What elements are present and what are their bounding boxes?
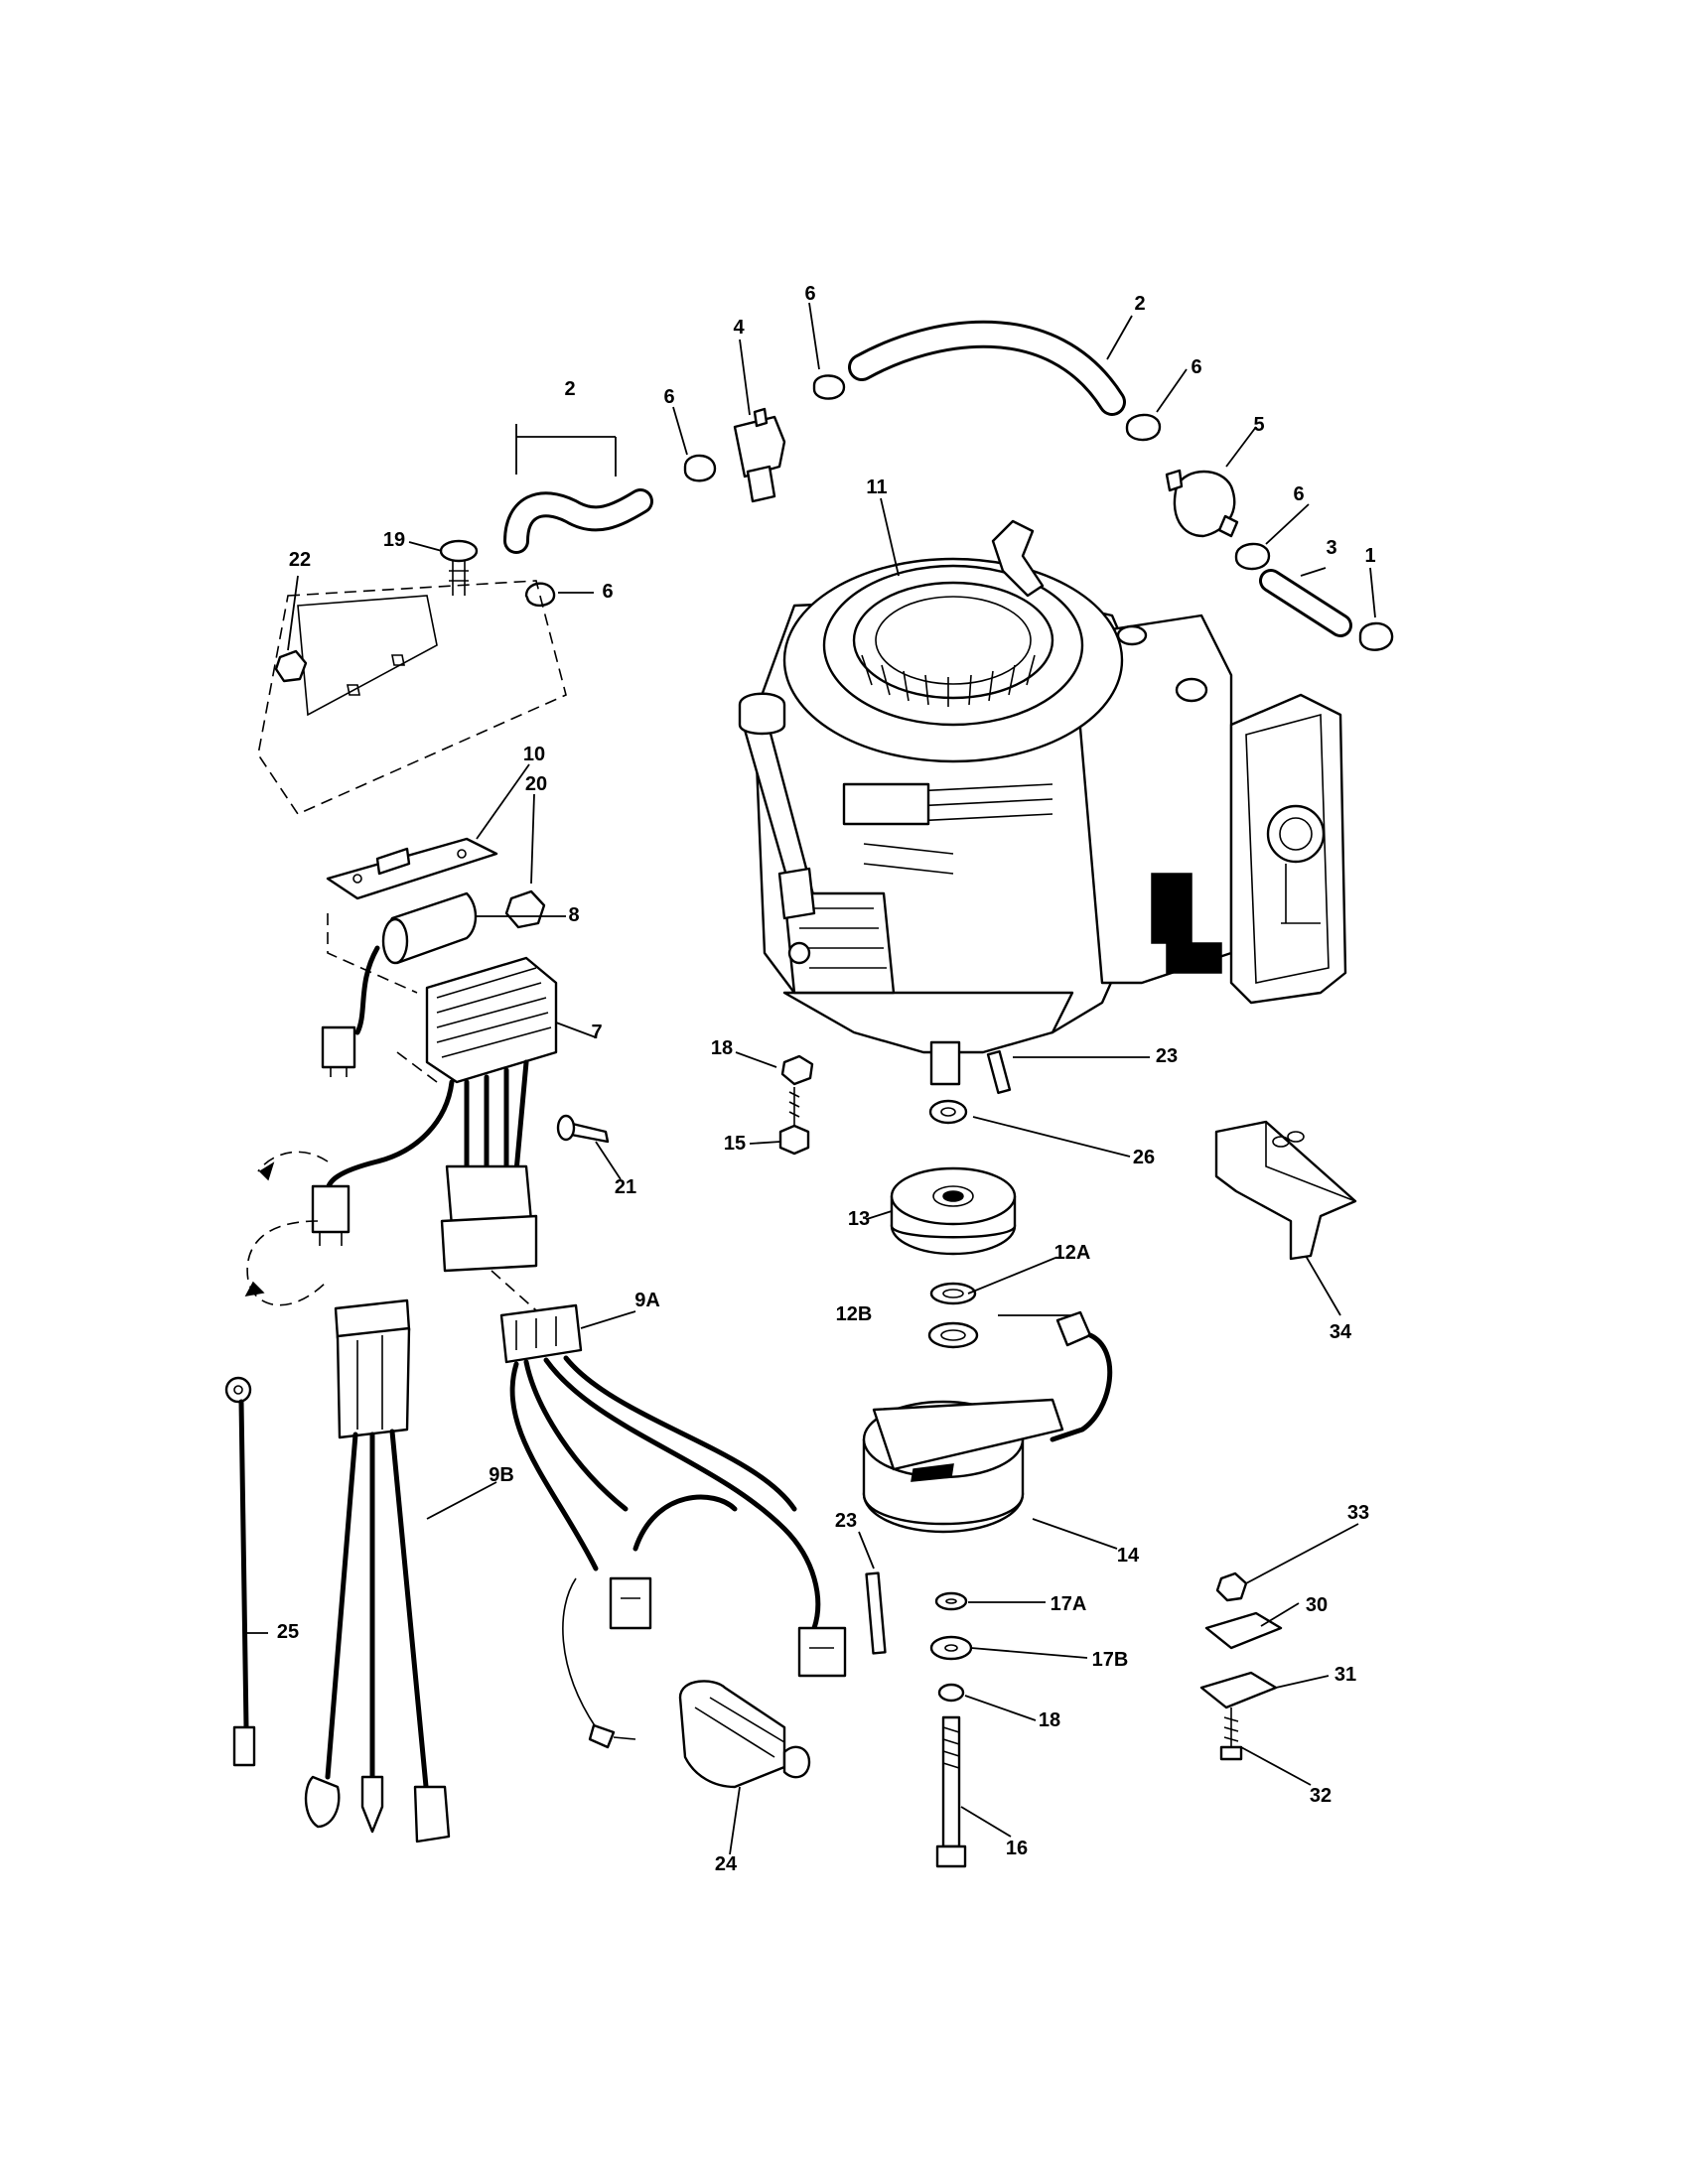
callout-3: 3 <box>1326 537 1336 559</box>
callout-2-left: 2 <box>564 378 575 400</box>
callout-13: 13 <box>848 1208 870 1230</box>
leader-lines <box>246 302 1376 1855</box>
callout-22: 22 <box>289 549 311 571</box>
callout-1: 1 <box>1364 545 1375 567</box>
clutch-stack <box>778 1049 1113 1868</box>
callout-6-d: 6 <box>602 581 613 603</box>
callout-9a: 9A <box>634 1290 660 1311</box>
regulator-assembly <box>244 539 610 1311</box>
callout-14: 14 <box>1117 1545 1140 1567</box>
callout-6-b: 6 <box>1191 356 1201 378</box>
callout-10: 10 <box>523 744 545 765</box>
wiring-harness-9a <box>499 1303 847 1749</box>
callout-8: 8 <box>568 904 579 926</box>
hardware-30-33 <box>1199 1571 1283 1761</box>
callout-12b: 12B <box>836 1303 873 1325</box>
callout-20: 20 <box>525 773 547 795</box>
callout-30: 30 <box>1306 1594 1328 1616</box>
seat-switch-24 <box>678 1680 811 1789</box>
callout-33: 33 <box>1347 1502 1369 1524</box>
bracket-34 <box>1214 1120 1357 1261</box>
callout-17a: 17A <box>1051 1593 1087 1615</box>
fuel-line <box>503 320 1394 651</box>
callout-18-bottom: 18 <box>1039 1709 1060 1731</box>
callout-labels: 1 2 2 3 4 5 6 6 6 6 6 7 8 9A 9B 10 11 12… <box>277 283 1376 1875</box>
callout-6-c: 6 <box>663 386 674 408</box>
callout-6-a: 6 <box>804 283 815 305</box>
callout-7: 7 <box>591 1022 602 1043</box>
callout-23-top: 23 <box>1156 1045 1178 1067</box>
callout-23-bottom: 23 <box>835 1510 857 1532</box>
callout-21: 21 <box>615 1176 636 1198</box>
wiring-harness-9b <box>304 1298 451 1843</box>
callout-2-top: 2 <box>1134 293 1145 315</box>
callout-4: 4 <box>733 317 745 339</box>
callout-15: 15 <box>724 1133 746 1155</box>
callout-25: 25 <box>277 1621 299 1643</box>
engine <box>738 519 1347 1086</box>
callout-32: 32 <box>1310 1785 1332 1807</box>
callout-19: 19 <box>383 529 405 551</box>
callout-5: 5 <box>1253 414 1264 436</box>
callout-34: 34 <box>1330 1321 1352 1343</box>
callout-9b: 9B <box>489 1464 514 1486</box>
callout-18-top: 18 <box>711 1037 733 1059</box>
callout-6-e: 6 <box>1293 483 1304 505</box>
callout-17b: 17B <box>1092 1649 1129 1671</box>
callout-31: 31 <box>1334 1664 1356 1686</box>
callout-16: 16 <box>1006 1838 1028 1859</box>
ground-wire-25 <box>224 1376 256 1767</box>
callout-12a: 12A <box>1054 1242 1091 1264</box>
callout-11: 11 <box>866 477 887 498</box>
callout-26: 26 <box>1133 1147 1155 1168</box>
callout-24: 24 <box>715 1853 738 1875</box>
